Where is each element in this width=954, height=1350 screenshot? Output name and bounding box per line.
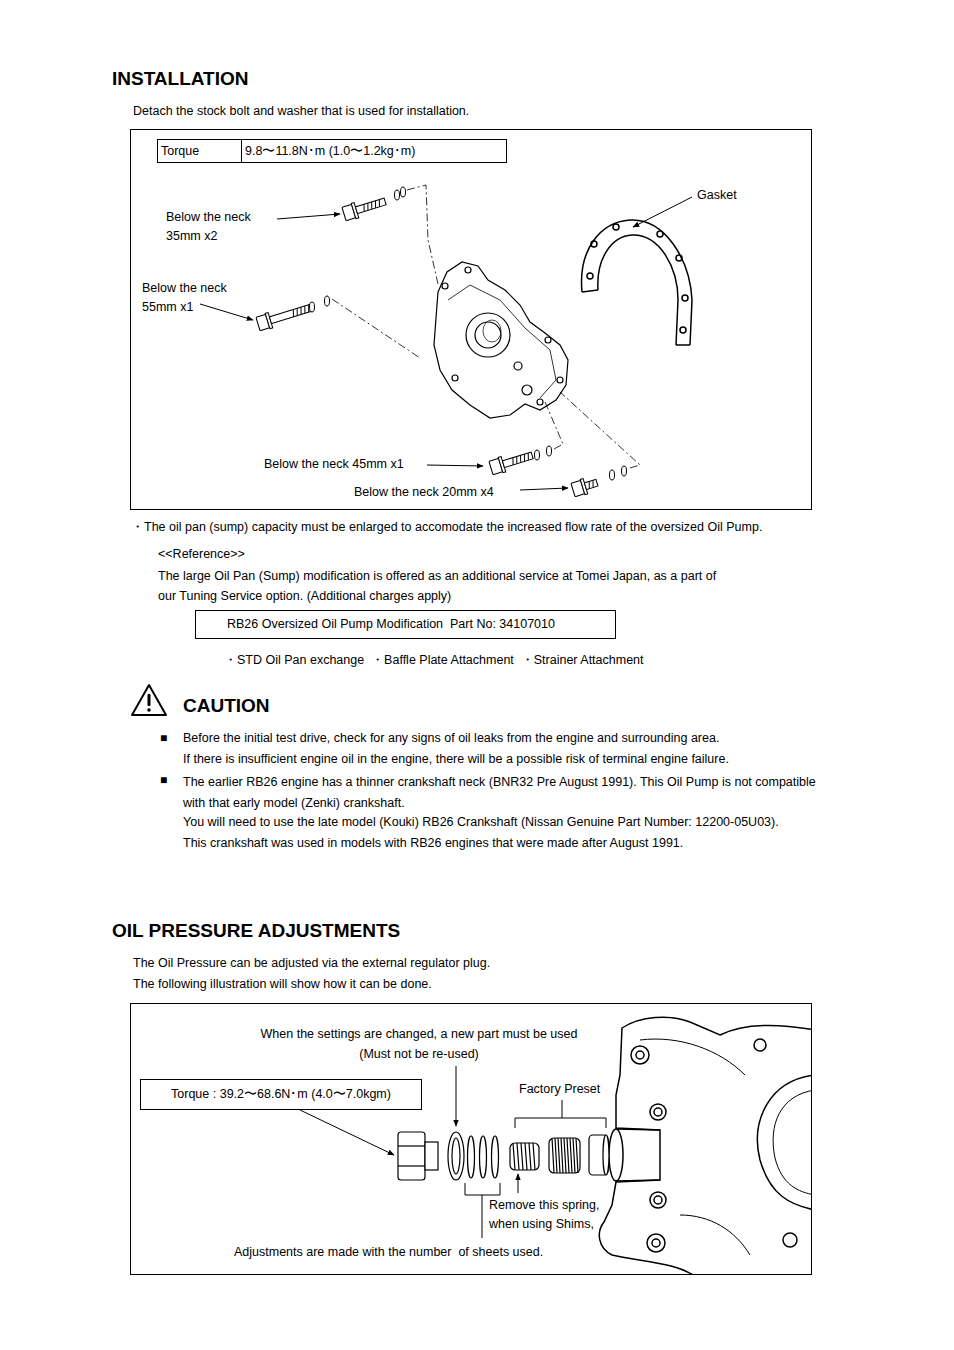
section-heading: INSTALLATION (112, 67, 249, 91)
bolt-35mm (342, 187, 406, 222)
bolt-45mm (489, 446, 552, 476)
caution-text: You will need to use the late model (Kou… (183, 814, 779, 830)
caution-text: If there is insufficient engine oil in t… (183, 751, 729, 767)
washer (448, 1132, 464, 1180)
callout-text: Factory Preset (519, 1081, 600, 1097)
torque-box: Torque : 39.2〜68.6N･m (4.0〜7.0kgm) (140, 1079, 422, 1110)
instruction-text: Detach the stock bolt and washer that is… (133, 103, 469, 119)
oil-pump-housing (434, 262, 568, 418)
assembly-line (332, 185, 640, 468)
part-number-box: RB26 Oversized Oil Pump Modification Par… (195, 610, 616, 639)
table-cell: 9.8〜11.8N･m (1.0〜1.2kg･m) (242, 140, 423, 162)
torque-table: Torque9.8〜11.8N･m (1.0〜1.2kg･m) (157, 139, 507, 163)
caution-symbol (132, 685, 166, 715)
caution-text: This crankshaft was used in models with … (183, 835, 683, 851)
torque-text: Torque : 39.2〜68.6N･m (4.0〜7.0kgm) (141, 1080, 421, 1109)
part-number-text: RB26 Oversized Oil Pump Modification Par… (196, 611, 615, 638)
gasket (582, 220, 692, 345)
note-text: ・The oil pan (sump) capacity must be enl… (131, 519, 762, 535)
callout-text: Gasket (697, 187, 737, 203)
callout-text: Below the neck 45mm x1 (264, 456, 404, 472)
regulator-plug (398, 1132, 438, 1180)
caution-heading: CAUTION (183, 694, 270, 718)
callout-text: When the settings are changed, a new par… (259, 1024, 579, 1064)
large-spring (549, 1138, 580, 1173)
bolt-55mm (256, 296, 330, 332)
bolt-20mm (571, 466, 627, 498)
service-list: ・STD Oil Pan exchange ・Baffle Plate Atta… (224, 652, 644, 668)
callout-text: Below the neck 20mm x4 (354, 484, 494, 500)
callout-text: Remove this spring, when using Shims, (489, 1196, 617, 1234)
instruction-text: The following illustration will show how… (133, 976, 432, 992)
section-heading: OIL PRESSURE ADJUSTMENTS (112, 919, 400, 943)
leader-arrow (200, 197, 692, 490)
plunger (589, 1135, 609, 1175)
callout-text: Adjustments are made with the number of … (234, 1244, 543, 1260)
small-spring (510, 1143, 539, 1170)
instruction-text: The Oil Pressure can be adjusted via the… (133, 955, 490, 971)
reference-heading: <<Reference>> (158, 546, 245, 562)
caution-text: Before the initial test drive, check for… (183, 730, 719, 746)
caution-text: The earlier RB26 engine has a thinner cr… (183, 772, 833, 814)
oil-pump-housing (599, 1017, 811, 1274)
callout-text: Below the neck 35mm x2 (166, 208, 271, 246)
bullet-mark: ■ (160, 772, 167, 788)
bullet-mark: ■ (160, 730, 167, 746)
shims (468, 1136, 499, 1178)
callout-text: Below the neck 55mm x1 (142, 279, 247, 317)
table-cell: Torque (158, 140, 242, 162)
reference-text: The large Oil Pan (Sump) modification is… (158, 566, 718, 606)
figure-frame: Below the neck 35mm x2 GasketBelow the ne… (130, 129, 812, 510)
figure-frame: When the settings are changed, a new par… (130, 1003, 812, 1275)
